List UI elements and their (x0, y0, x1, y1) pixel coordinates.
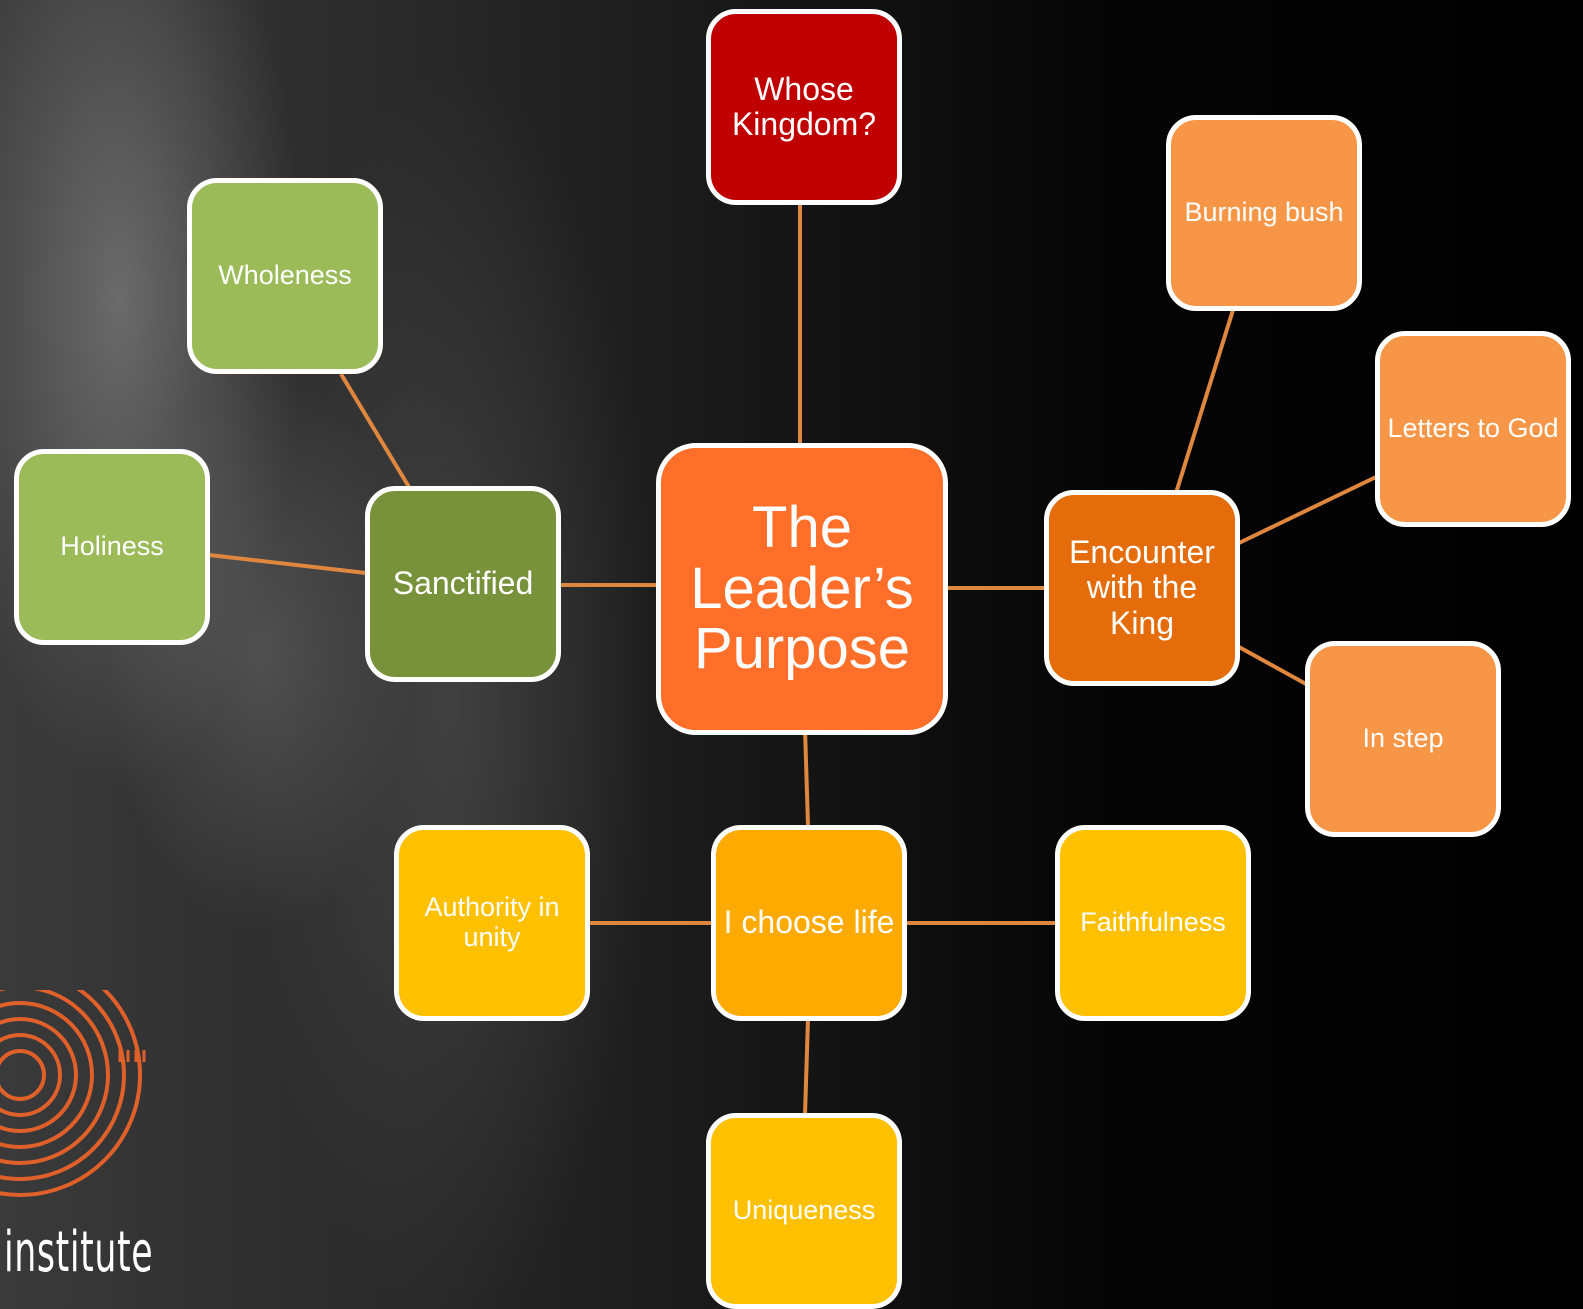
node-uniqueness: Uniqueness (706, 1113, 902, 1309)
node-burning-bush-label: Burning bush (1184, 197, 1344, 228)
node-authority: Authority in unity (394, 825, 590, 1021)
logo-text: institute (4, 1220, 154, 1285)
node-holiness-label: Holiness (60, 531, 164, 562)
connector-chooselife-uniqueness (803, 1018, 810, 1115)
node-choose-life-label: I choose life (723, 904, 895, 941)
node-choose-life: I choose life (711, 825, 907, 1021)
connector-encounter-instep (1238, 645, 1307, 686)
node-in-step-label: In step (1362, 723, 1444, 754)
connector-center-chooselife (803, 728, 810, 827)
connector-sanctified-wholeness (339, 372, 411, 489)
node-in-step: In step (1305, 641, 1501, 837)
node-uniqueness-label: Uniqueness (732, 1195, 876, 1226)
institute-logo-icon (0, 990, 146, 1197)
node-center-purpose: The Leader’s Purpose (656, 443, 948, 735)
node-whose-kingdom: Whose Kingdom? (706, 9, 902, 205)
node-center-label: The Leader’s Purpose (690, 494, 914, 682)
node-burning-bush: Burning bush (1166, 115, 1362, 311)
node-letters-label: Letters to God (1387, 413, 1559, 444)
connector-encounter-bush (1174, 309, 1235, 494)
node-faithfulness: Faithfulness (1055, 825, 1251, 1021)
node-sanctified: Sanctified (365, 486, 561, 682)
node-wholeness-label: Wholeness (218, 260, 352, 291)
node-whose-kingdom-label: Whose Kingdom? (731, 70, 877, 142)
node-wholeness: Wholeness (187, 178, 383, 374)
node-sanctified-label: Sanctified (392, 565, 534, 602)
node-encounter-label: Encounter with the King (1069, 534, 1215, 641)
connector-sanctified-holiness (208, 553, 367, 575)
connector-encounter-letters (1238, 475, 1377, 545)
node-letters-to-god: Letters to God (1375, 331, 1571, 527)
node-encounter: Encounter with the King (1044, 490, 1240, 686)
node-faithfulness-label: Faithfulness (1080, 907, 1226, 938)
node-authority-label: Authority in unity (424, 892, 560, 952)
node-holiness: Holiness (14, 449, 210, 645)
